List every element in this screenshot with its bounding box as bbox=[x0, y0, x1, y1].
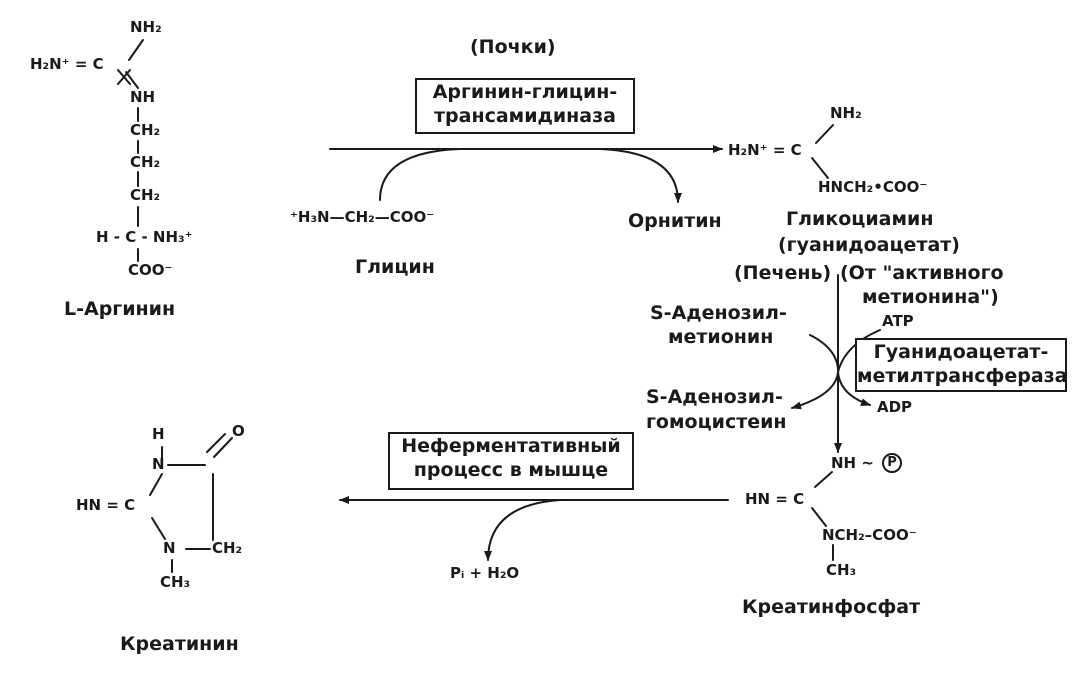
ring-n-c2 bbox=[151, 517, 166, 540]
adp-label: ADP bbox=[877, 398, 913, 416]
glycocyamine-nh2: NH₂ bbox=[830, 104, 862, 122]
arginine-nh2: NH₂ bbox=[130, 18, 162, 36]
arginine-nh: NH bbox=[130, 88, 156, 106]
arginine-coo: COO⁻ bbox=[128, 261, 173, 279]
bond-gly-c-nh bbox=[811, 157, 829, 179]
bond-arg-c-nh bbox=[125, 71, 139, 89]
water-out-curve bbox=[484, 499, 561, 561]
cp-hn-c: HN = C bbox=[745, 490, 805, 508]
step1-enzyme-line2: трансамидиназа bbox=[434, 105, 616, 127]
glycine-name: Глицин bbox=[355, 256, 435, 278]
adp-out-curve bbox=[837, 371, 871, 406]
phosphate-circle-icon: P bbox=[882, 453, 902, 473]
creatinine-h: H bbox=[152, 425, 165, 443]
creatinine-n-ring: N bbox=[163, 539, 176, 557]
step3-process-line1: Неферментативный bbox=[401, 435, 621, 457]
step1-enzyme-box: Аргинин-глицин- трансамидиназа bbox=[415, 78, 635, 134]
step1-organ: (Почки) bbox=[470, 36, 556, 58]
glycocyamine-h2n-c: H₂N⁺ = C bbox=[728, 141, 802, 159]
step2-enzyme-box: Гуанидоацетат- метилтрансфераза bbox=[855, 338, 1068, 392]
step2-organ: (Печень) bbox=[734, 262, 832, 284]
creatinine-hn-c: HN = C bbox=[76, 496, 136, 514]
step2-source-line1: (От "активного bbox=[840, 262, 1004, 284]
step3-products: Pᵢ + H₂O bbox=[450, 564, 520, 582]
cp-nh: NH ~ bbox=[831, 454, 874, 472]
bond-gly-nh2 bbox=[815, 124, 834, 144]
step2-source-line2: метионина") bbox=[862, 286, 999, 308]
arginine-name: L-Аргинин bbox=[64, 298, 176, 320]
sam-line1: S-Аденозил- bbox=[650, 302, 787, 324]
atp-label: ATP bbox=[882, 312, 914, 330]
phosphate-symbol: P bbox=[887, 455, 897, 470]
step3-process-box: Неферментативный процесс в мышце bbox=[388, 432, 634, 490]
bond-cp-nh bbox=[814, 471, 833, 488]
glycocyamine-hnch2: HNCH₂•COO⁻ bbox=[818, 178, 928, 196]
glycocyamine-name: Гликоциамин bbox=[786, 208, 934, 230]
ring-c-o bbox=[213, 437, 233, 458]
ornithine-name: Орнитин bbox=[628, 210, 722, 232]
step1-enzyme-line1: Аргинин-глицин- bbox=[432, 81, 618, 103]
bond-cp-n bbox=[811, 507, 827, 527]
sam-in-curve bbox=[809, 334, 840, 376]
step2-enzyme-line1: Гуанидоацетат- bbox=[873, 341, 1049, 363]
glycocyamine-alt-name: (гуанидоацетат) bbox=[778, 234, 960, 256]
creatinine-o: O bbox=[232, 422, 245, 440]
sam-line2: метионин bbox=[668, 326, 774, 348]
sah-line1: S-Аденозил- bbox=[646, 386, 783, 408]
ornithine-out-curve bbox=[599, 148, 682, 203]
arginine-h2n-c: H₂N⁺ = C bbox=[30, 55, 104, 73]
ring-c-o-double bbox=[206, 433, 226, 453]
arginine-h-c-nh3: H - C - NH₃⁺ bbox=[96, 228, 193, 246]
step3-process-line2: процесс в мышце bbox=[413, 459, 609, 481]
arginine-ch2-a: CH₂ bbox=[130, 121, 161, 139]
sah-out-curve bbox=[791, 371, 839, 410]
step2-enzyme-line2: метилтрансфераза bbox=[857, 365, 1068, 387]
creatinine-n-top: N bbox=[152, 455, 165, 473]
cleavage-mark-2 bbox=[117, 69, 131, 85]
cp-nch2: NCH₂–COO⁻ bbox=[822, 526, 917, 544]
creatinine-ch3: CH₃ bbox=[160, 573, 191, 591]
creatinine-name: Креатинин bbox=[120, 633, 239, 655]
arginine-ch2-b: CH₂ bbox=[130, 153, 161, 171]
cp-ch3: CH₃ bbox=[826, 561, 857, 579]
glycine-formula: ⁺H₃N—CH₂—COO⁻ bbox=[290, 208, 435, 226]
bond-arg-nh2 bbox=[128, 39, 144, 61]
sah-line2: гомоцистеин bbox=[646, 411, 787, 433]
ring-c2-n1 bbox=[149, 473, 163, 496]
creatinine-ch2: CH₂ bbox=[212, 539, 243, 557]
cp-name: Креатинфосфат bbox=[742, 596, 921, 618]
atp-in-curve bbox=[837, 329, 881, 373]
glycine-in-curve bbox=[379, 148, 461, 201]
arginine-ch2-c: CH₂ bbox=[130, 186, 161, 204]
